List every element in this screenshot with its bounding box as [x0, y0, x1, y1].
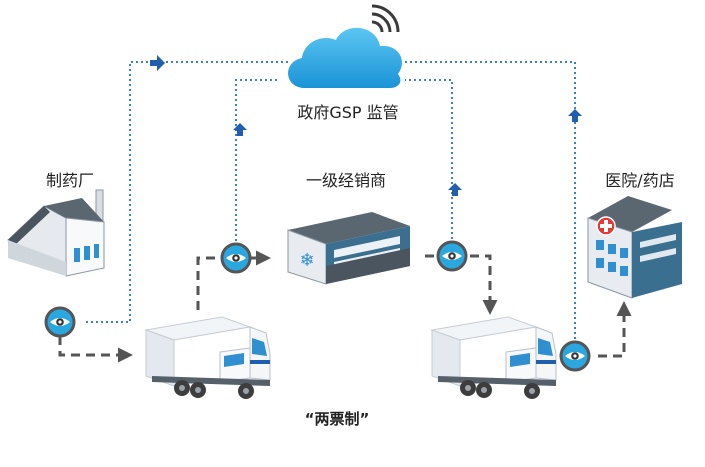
- distributor-label: 一级经销商: [306, 171, 386, 190]
- eye-monitor-icon: [220, 242, 252, 274]
- up-arrow-icon: [568, 109, 582, 122]
- caption-label: “两票制”: [305, 410, 370, 428]
- manufacturer-label: 制药厂: [46, 171, 94, 190]
- cloud-signal-icon: [288, 4, 402, 89]
- monitoring-lines: [86, 61, 576, 345]
- hospital-icon: [587, 196, 682, 299]
- eye-monitor-icon: [559, 340, 591, 372]
- eye-monitor-icon: [44, 306, 76, 338]
- up-arrow-icon: [448, 183, 462, 196]
- monitor-line-truck1: [235, 79, 280, 246]
- right-arrow-icon: [150, 55, 165, 71]
- flow-truck2-to-hospital: [598, 301, 632, 358]
- refrigerated-truck-icon: [431, 316, 557, 400]
- monitor-line-distributor: [405, 79, 453, 244]
- monitor-line-manufacturer: [86, 61, 290, 323]
- snowflake-icon: ❄: [299, 250, 314, 271]
- eye-monitor-icon: [436, 240, 468, 272]
- monitor-line-truck2: [405, 61, 576, 345]
- regulator-label: 政府GSP 监管: [297, 103, 398, 122]
- warehouse-snowflake-icon: ❄: [287, 212, 410, 285]
- flow-factory-to-truck1: [58, 336, 133, 363]
- refrigerated-truck-icon: [145, 316, 271, 400]
- hospital-label: 医院/药店: [605, 171, 674, 190]
- factory-icon: [7, 189, 105, 277]
